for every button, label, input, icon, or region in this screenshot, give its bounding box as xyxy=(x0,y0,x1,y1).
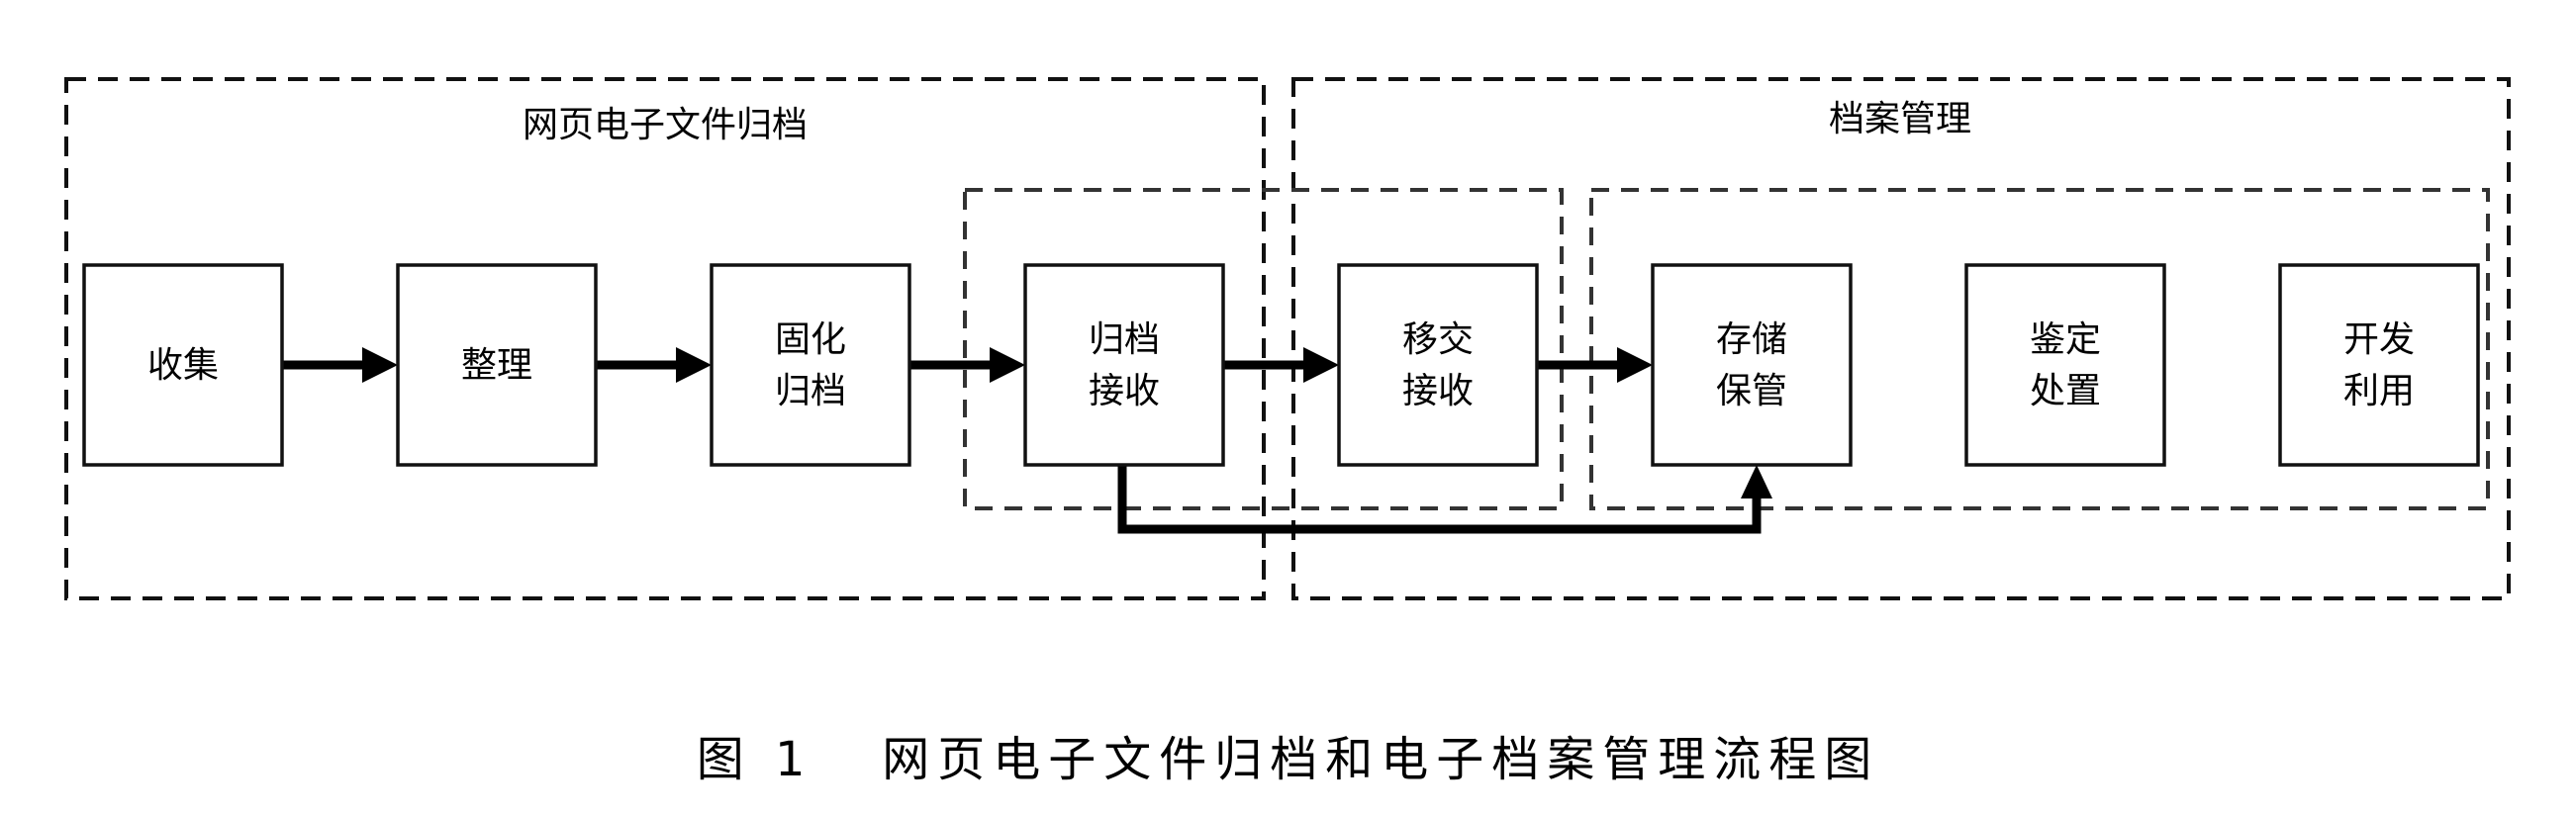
group-handover-zone xyxy=(963,188,1564,510)
process-box-collect: 收集 xyxy=(82,263,284,467)
process-box-label: 处置 xyxy=(2030,371,2101,411)
process-box-frame xyxy=(710,263,911,467)
boxes: 收集整理固化归档归档接收移交接收存储保管鉴定处置开发利用 xyxy=(82,263,2480,467)
arrowhead-icon xyxy=(990,347,1025,383)
process-box-label: 移交 xyxy=(1402,319,1474,360)
process-box-label: 归档 xyxy=(775,371,846,411)
edge-line xyxy=(1117,460,1762,534)
group-records-management xyxy=(1291,77,2511,600)
edge-transfer-receive-to-store-keep xyxy=(1532,347,1653,383)
group-title-web-archiving: 网页电子文件归档 xyxy=(523,105,808,145)
process-box-label: 归档 xyxy=(1089,319,1160,360)
arrowhead-icon xyxy=(1303,347,1339,383)
process-box-label: 利用 xyxy=(2343,371,2415,411)
process-box-label: 开发 xyxy=(2343,319,2415,360)
process-box-label: 存储 xyxy=(1716,319,1787,360)
arrowhead-icon xyxy=(676,347,712,383)
edge-organize-to-solidify xyxy=(591,347,712,383)
arrowhead-icon xyxy=(362,347,398,383)
process-box-frame xyxy=(1337,263,1539,467)
flow-diagram: 网页电子文件归档 档案管理 收集整理固化归档归档接收移交接收存储保管鉴定处置开发… xyxy=(64,77,2511,600)
process-box-label: 接收 xyxy=(1089,371,1160,411)
process-box-frame xyxy=(396,263,598,467)
edge-archive-receive-to-store-keep xyxy=(1117,460,1772,534)
edge-collect-to-organize xyxy=(277,347,398,383)
process-box-frame xyxy=(2278,263,2480,467)
process-box-frame xyxy=(82,263,284,467)
arrowhead-icon xyxy=(1617,347,1653,383)
arrowhead-icon xyxy=(1741,465,1772,498)
process-box-label: 保管 xyxy=(1716,371,1787,411)
figure-caption: 图 1 网页电子文件归档和电子档案管理流程图 xyxy=(696,732,1880,787)
process-box-label: 鉴定 xyxy=(2030,319,2101,360)
process-box-label: 整理 xyxy=(461,345,532,386)
group-management-zone xyxy=(1589,188,2490,510)
process-box-label: 接收 xyxy=(1402,371,1474,411)
process-box-frame xyxy=(1964,263,2166,467)
process-box-label: 收集 xyxy=(147,345,219,386)
process-box-frame xyxy=(1023,263,1225,467)
edge-solidify-to-archive-receive xyxy=(905,347,1025,383)
process-box-organize: 整理 xyxy=(396,263,598,467)
group-title-records-management: 档案管理 xyxy=(1829,99,1971,139)
group-web-archiving xyxy=(64,77,1266,600)
edges xyxy=(277,347,1772,534)
process-box-frame xyxy=(1651,263,1853,467)
edge-archive-receive-to-transfer-receive xyxy=(1218,347,1339,383)
process-box-label: 固化 xyxy=(775,319,846,360)
